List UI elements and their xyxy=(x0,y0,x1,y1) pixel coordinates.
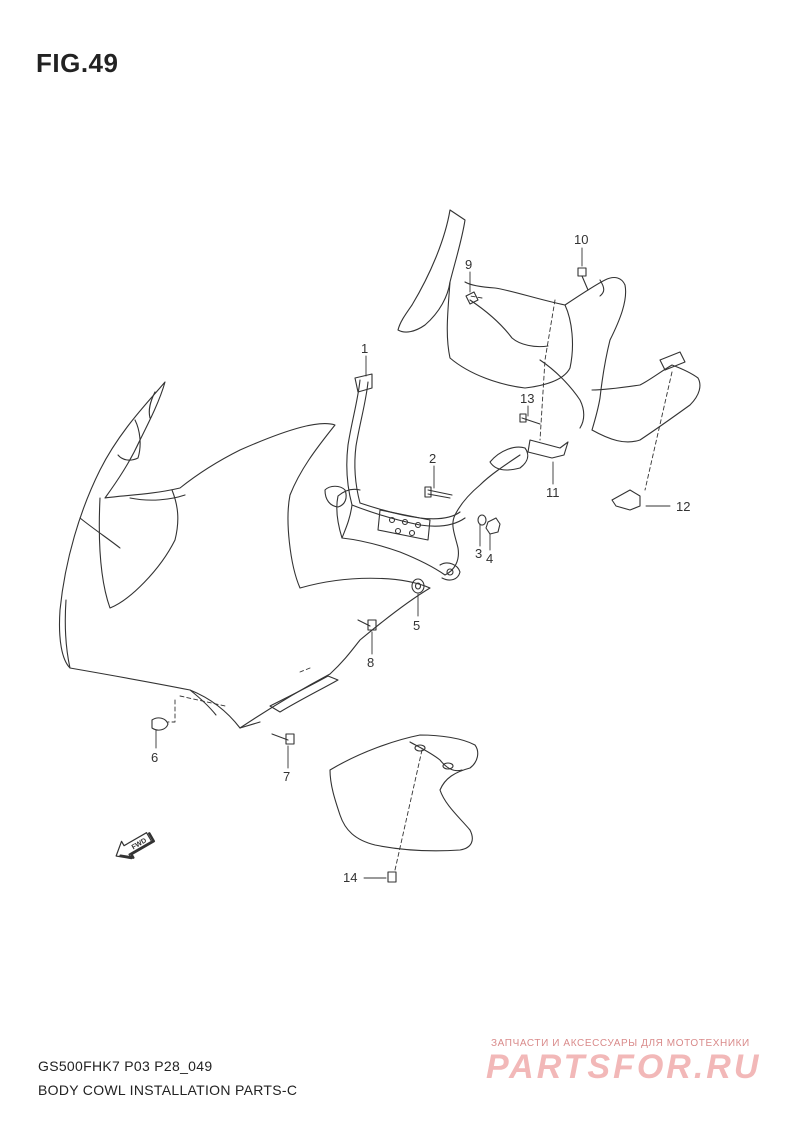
callout-14: 14 xyxy=(343,870,357,885)
dashed-leaders xyxy=(167,295,673,871)
watermark-logo: PARTSFOR.RU xyxy=(486,1048,762,1086)
bracket-frame-part xyxy=(324,373,529,581)
diagram-code: GS500FHK7 P03 P28_049 xyxy=(38,1058,213,1074)
diagram-description: BODY COWL INSTALLATION PARTS-C xyxy=(38,1082,298,1098)
fwd-arrow-icon: FWD xyxy=(115,832,156,860)
callout-2: 2 xyxy=(429,451,436,466)
callout-1: 1 xyxy=(361,341,368,356)
callout-leaders xyxy=(155,247,671,879)
callout-6: 6 xyxy=(151,750,158,765)
body-cowl-part xyxy=(58,381,431,729)
hardware-parts xyxy=(151,267,641,883)
callout-13: 13 xyxy=(520,391,534,406)
callout-3: 3 xyxy=(475,546,482,561)
lower-cover-part xyxy=(329,734,479,852)
callout-7: 7 xyxy=(283,769,290,784)
callout-9: 9 xyxy=(465,257,472,272)
watermark-tagline: ЗАПЧАСТИ И АКСЕССУАРЫ ДЛЯ МОТОТЕХНИКИ xyxy=(491,1038,750,1049)
callout-12: 12 xyxy=(676,499,690,514)
callout-labels: 1 2 3 4 5 6 7 8 9 10 11 12 13 14 xyxy=(151,232,690,885)
inner-panel-part xyxy=(397,209,701,443)
callout-5: 5 xyxy=(413,618,420,633)
callout-4: 4 xyxy=(486,551,493,566)
figure-title: FIG.49 xyxy=(36,48,119,78)
callout-8: 8 xyxy=(367,655,374,670)
callout-11: 11 xyxy=(546,485,560,500)
callout-10: 10 xyxy=(574,232,588,247)
